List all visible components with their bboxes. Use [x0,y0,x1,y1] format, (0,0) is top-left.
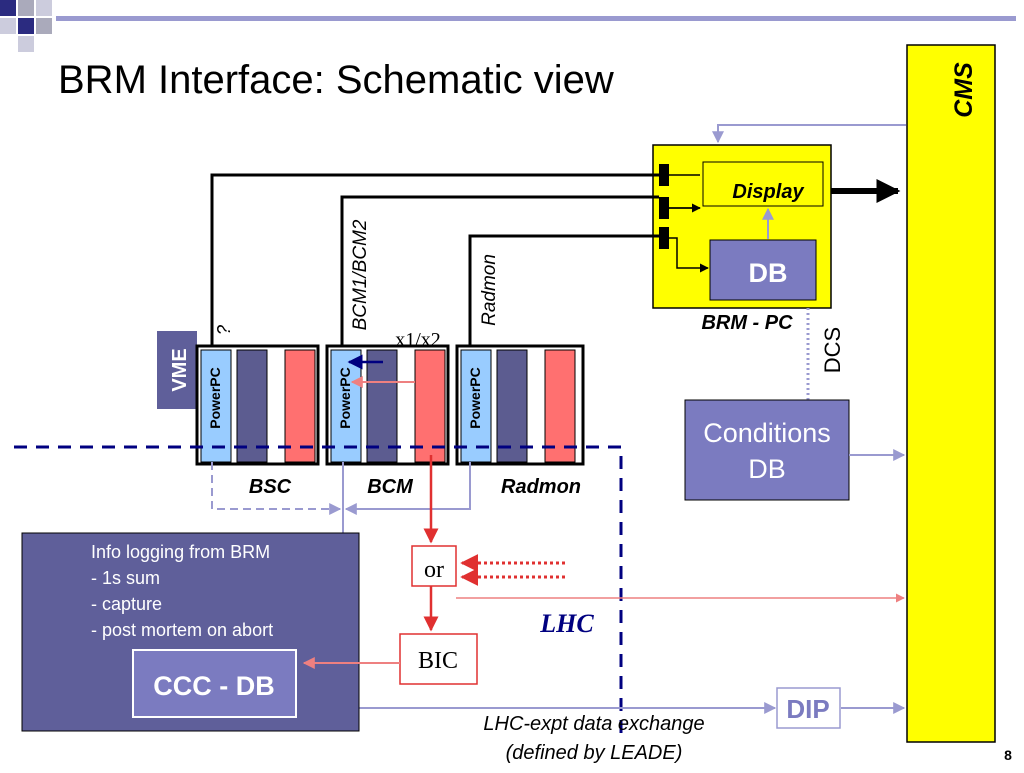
crate-label-bsc: BSC [249,476,292,498]
conditions-db-box [684,399,850,501]
conditions-db-line2: DB [748,454,786,484]
powerpc-label-bsc: PowerPC [207,367,223,428]
dip-box [776,687,841,729]
or-box [411,545,457,587]
bcm-signal-label: BCM1/BCM2 [350,219,371,330]
question-label: ? [214,325,234,335]
ccc-line-3: - capture [91,594,162,614]
ccc-line-4: - post mortem on abort [91,620,273,640]
conditions-db-line1: Conditions [703,418,831,448]
page-number: 8 [1004,747,1012,763]
crate-radmon [455,344,585,466]
lhc-boundary [14,445,623,738]
ccc-line-2: - 1s sum [91,568,160,588]
display-box [702,161,824,207]
display-label: Display [732,181,804,203]
dcs-label: DCS [820,327,845,373]
brm-db-label: DB [749,258,788,288]
lhc-label: LHC [539,609,594,638]
crate-label-radmon: Radmon [501,476,581,498]
dip-label: DIP [786,694,829,724]
powerpc-label-bcm: PowerPC [337,367,353,428]
cms-label: CMS [950,62,978,118]
crate-to-brm-links [210,173,659,345]
crate-bsc [195,344,320,466]
crate-label-bcm: BCM [367,476,414,498]
ccc-line-1: Info logging from BRM [91,542,270,562]
brm-pc-label: BRM - PC [701,312,793,334]
crate-bcm [325,344,450,466]
or-label: or [424,557,444,583]
slide-title: BRM Interface: Schematic view [58,58,614,102]
ccc-db-label: CCC - DB [153,671,275,701]
vme-label: VME [169,348,191,391]
connector-1 [659,164,669,186]
vme-tab [157,331,197,409]
radmon-signal-label: Radmon [479,254,500,326]
ccc-db-box [132,649,297,718]
dip-caption-1: LHC-expt data exchange [483,713,704,735]
connector-3 [659,227,669,249]
powerpc-label-radmon: PowerPC [467,367,483,428]
connector-2 [659,197,669,219]
dip-caption-2: (defined by LEADE) [506,742,683,764]
brm-db-box [709,239,817,301]
bic-label: BIC [418,648,458,674]
bic-box [399,633,478,685]
cms-box [906,44,996,743]
corner-decoration [0,0,1016,52]
